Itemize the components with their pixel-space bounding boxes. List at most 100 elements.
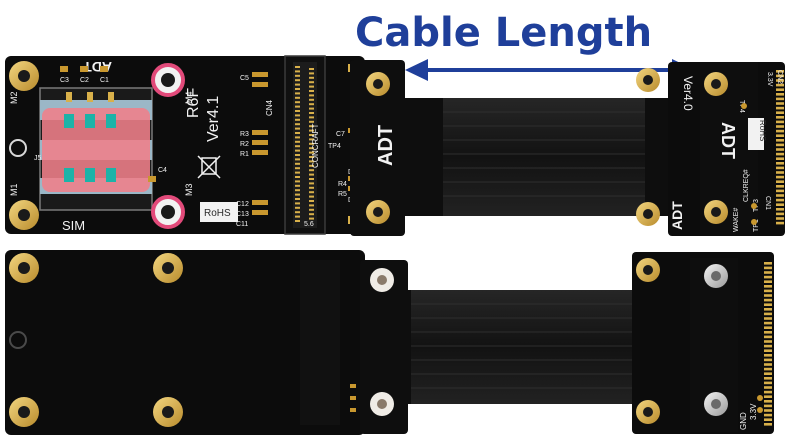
gold-pin <box>776 129 784 133</box>
label-wake: WAKE# <box>733 208 740 232</box>
gold-pin <box>309 81 314 84</box>
gold-pin <box>764 363 772 366</box>
gold-pin <box>764 280 772 283</box>
gold-pin <box>295 149 300 152</box>
gold-pin <box>309 173 314 176</box>
gold-pin <box>764 317 772 320</box>
gold-pin <box>764 358 772 362</box>
gold-pin <box>764 294 772 297</box>
gold-pin <box>764 349 772 352</box>
gold-pin <box>295 193 300 196</box>
right-rohs-badge: RoHS <box>748 118 767 150</box>
label-tp4: TP4 <box>328 143 341 150</box>
cable-length-title: Cable Length <box>355 10 652 56</box>
gold-pin <box>295 198 300 200</box>
gold-pin <box>776 221 784 225</box>
gold-pin <box>309 182 314 185</box>
gold-pin <box>309 213 314 216</box>
gold-pin <box>309 178 314 180</box>
gold-pin <box>764 271 772 274</box>
gold-pin <box>309 76 314 79</box>
gold-pin <box>295 92 300 95</box>
cable-clamp-bottom-left <box>360 260 408 434</box>
gold-pin <box>764 413 772 417</box>
gold-pin <box>764 423 772 426</box>
gold-pin <box>776 74 784 78</box>
gold-pin <box>295 132 300 134</box>
gold-pin <box>295 127 300 130</box>
mounting-hole-icon <box>9 61 185 230</box>
label-r3: R3 <box>240 131 249 138</box>
test-point-icon <box>9 139 27 157</box>
gold-pin <box>764 289 772 293</box>
gold-pin <box>764 275 772 279</box>
mount-label-m4: M4 <box>184 91 194 104</box>
gold-pin <box>309 134 314 136</box>
gold-pin <box>309 103 314 106</box>
mount-label-m1: M1 <box>9 183 19 196</box>
gold-pin <box>295 66 300 68</box>
label-j5: J5 <box>34 155 42 162</box>
gold-pin <box>309 129 314 132</box>
mini-pcie-slot-connector: CONCRAFT 5.6 <box>284 55 326 235</box>
gold-pin <box>295 114 300 117</box>
gold-pin <box>776 143 784 147</box>
gold-pin <box>776 175 784 179</box>
gold-pin <box>764 404 772 408</box>
gold-pin <box>764 400 772 403</box>
gold-pin <box>776 111 784 114</box>
gold-pin <box>309 208 314 211</box>
gold-pin <box>776 139 784 142</box>
gold-pin <box>295 83 300 86</box>
gold-pin <box>776 134 784 137</box>
gold-pin <box>295 158 300 161</box>
gold-pin <box>295 220 300 222</box>
gold-pin <box>776 203 784 206</box>
gold-pin <box>295 74 300 77</box>
label-c11: C11 <box>236 221 248 228</box>
gold-pin <box>295 215 300 218</box>
right-version-label: Ver4.0 <box>681 76 695 111</box>
gold-pin <box>309 142 314 145</box>
gold-pin <box>295 105 300 108</box>
model-label: R6F <box>185 88 202 118</box>
gold-pin <box>295 171 300 174</box>
gold-pin <box>764 262 772 265</box>
gold-pin <box>764 285 772 288</box>
gold-pin <box>309 169 314 172</box>
gold-pin <box>776 83 784 87</box>
gold-pin <box>764 372 772 375</box>
gold-pin <box>295 189 300 192</box>
left-board-back <box>5 250 365 435</box>
gold-pin <box>764 340 772 343</box>
gold-pin <box>309 107 314 110</box>
gold-pin <box>295 206 300 209</box>
gold-pin <box>764 308 772 311</box>
gold-pin <box>764 321 772 325</box>
label-tp1: TP1 <box>753 219 760 232</box>
gold-pin <box>776 120 784 124</box>
label-c12: C12 <box>236 201 249 208</box>
gold-pin <box>309 112 314 114</box>
label-r2: R2 <box>240 141 249 148</box>
left-adapter-board: SIM M2 M1 M3 M4 ADT R6F Ver4.1 RoHS <box>5 55 365 235</box>
gold-pin <box>776 70 784 73</box>
gold-pin <box>776 79 784 82</box>
gold-pin <box>295 118 300 121</box>
label-clkreq: CLKREQ# <box>743 169 750 202</box>
gold-pin <box>309 120 314 123</box>
gold-pin <box>776 217 784 220</box>
gold-pin <box>295 123 300 126</box>
gold-pin <box>776 194 784 197</box>
connector-brand: CONCRAFT <box>311 123 320 168</box>
gold-pin <box>295 180 300 183</box>
gold-pin <box>295 101 300 104</box>
label-gnd: GND <box>739 412 748 430</box>
gold-pin <box>309 151 314 154</box>
mount-label-m2: M2 <box>9 91 19 104</box>
gold-pin <box>295 162 300 165</box>
gold-pin <box>776 162 784 165</box>
gold-pin <box>764 354 772 357</box>
sim-label: SIM <box>62 218 85 233</box>
